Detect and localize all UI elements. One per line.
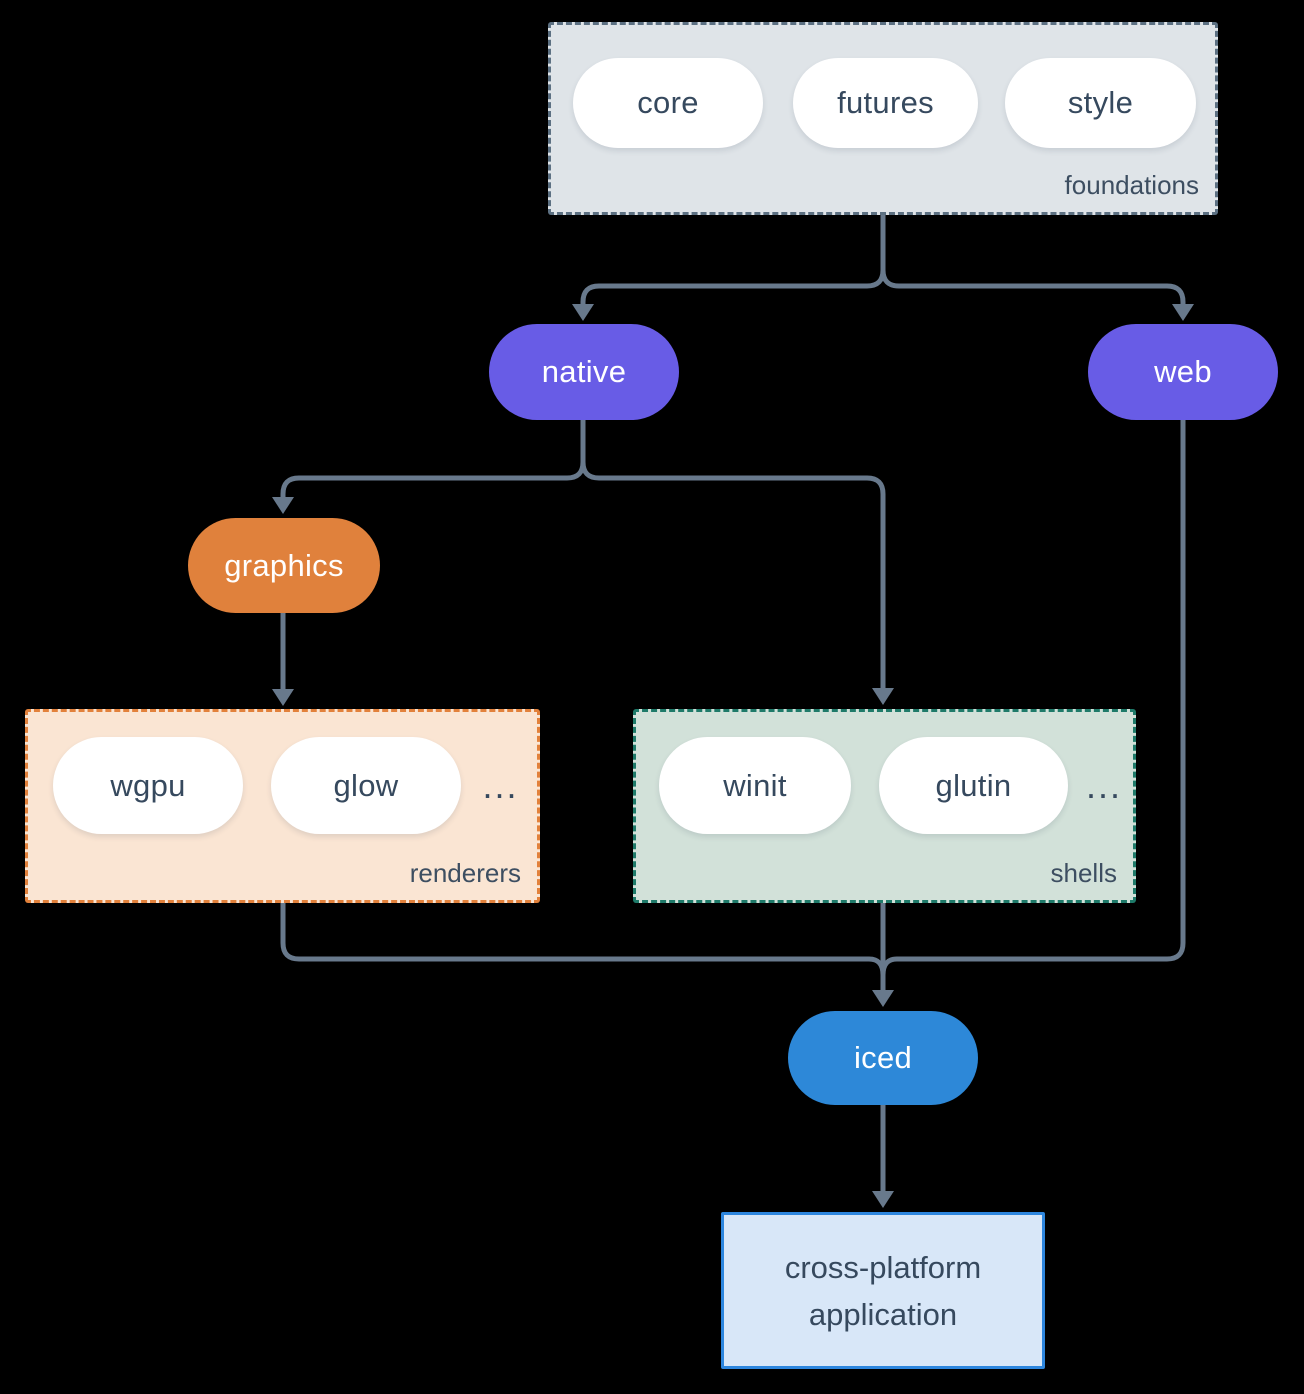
edge-renderers-iced bbox=[280, 903, 886, 976]
node-winit: winit bbox=[659, 737, 851, 834]
node-application-line2: application bbox=[808, 1296, 958, 1332]
node-web: web bbox=[1088, 324, 1278, 420]
node-application-line1: cross-platform bbox=[784, 1249, 982, 1285]
group-renderers-label: renderers bbox=[409, 858, 521, 888]
group-shells-label: shells bbox=[1050, 858, 1117, 888]
node-graphics: graphics bbox=[188, 518, 380, 613]
node-core-label: core bbox=[637, 85, 699, 120]
group-foundations-label: foundations bbox=[1064, 170, 1199, 200]
node-futures: futures bbox=[793, 58, 978, 148]
node-wgpu-label: wgpu bbox=[110, 767, 186, 803]
node-glow-label: glow bbox=[333, 767, 399, 803]
group-renderers: wgpu glow ... renderers bbox=[25, 709, 540, 903]
node-wgpu: wgpu bbox=[53, 737, 243, 834]
node-native-label: native bbox=[541, 354, 627, 389]
edge-foundations-native bbox=[580, 215, 886, 305]
node-glow: glow bbox=[271, 737, 461, 834]
arrowhead-renderers bbox=[272, 689, 294, 706]
node-iced-label: iced bbox=[853, 1040, 913, 1075]
node-style: style bbox=[1005, 58, 1196, 148]
arrowhead-application bbox=[872, 1191, 894, 1208]
node-glutin-label: glutin bbox=[935, 767, 1012, 803]
shells-ellipsis: ... bbox=[1085, 764, 1122, 806]
arrowhead-iced bbox=[872, 990, 894, 1007]
node-graphics-label: graphics bbox=[224, 547, 344, 583]
group-foundations: core futures style foundations bbox=[548, 22, 1218, 215]
node-glutin: glutin bbox=[879, 737, 1068, 834]
arrowhead-native bbox=[572, 304, 594, 321]
node-winit-label: winit bbox=[723, 767, 787, 803]
group-shells: winit glutin ... shells bbox=[633, 709, 1136, 903]
node-futures-label: futures bbox=[837, 85, 934, 120]
edge-foundations-web bbox=[880, 215, 1186, 305]
arrowhead-web bbox=[1172, 304, 1194, 321]
node-style-label: style bbox=[1067, 85, 1134, 120]
node-application: cross-platform application bbox=[721, 1212, 1045, 1369]
node-native: native bbox=[489, 324, 679, 420]
node-web-label: web bbox=[1154, 354, 1212, 389]
arrowhead-shells bbox=[872, 688, 894, 705]
arrowhead-graphics bbox=[272, 497, 294, 514]
node-iced: iced bbox=[788, 1011, 978, 1105]
edge-native-graphics bbox=[280, 420, 586, 497]
node-core: core bbox=[573, 58, 763, 148]
edge-native-shells bbox=[580, 461, 886, 688]
renderers-ellipsis: ... bbox=[482, 764, 519, 806]
